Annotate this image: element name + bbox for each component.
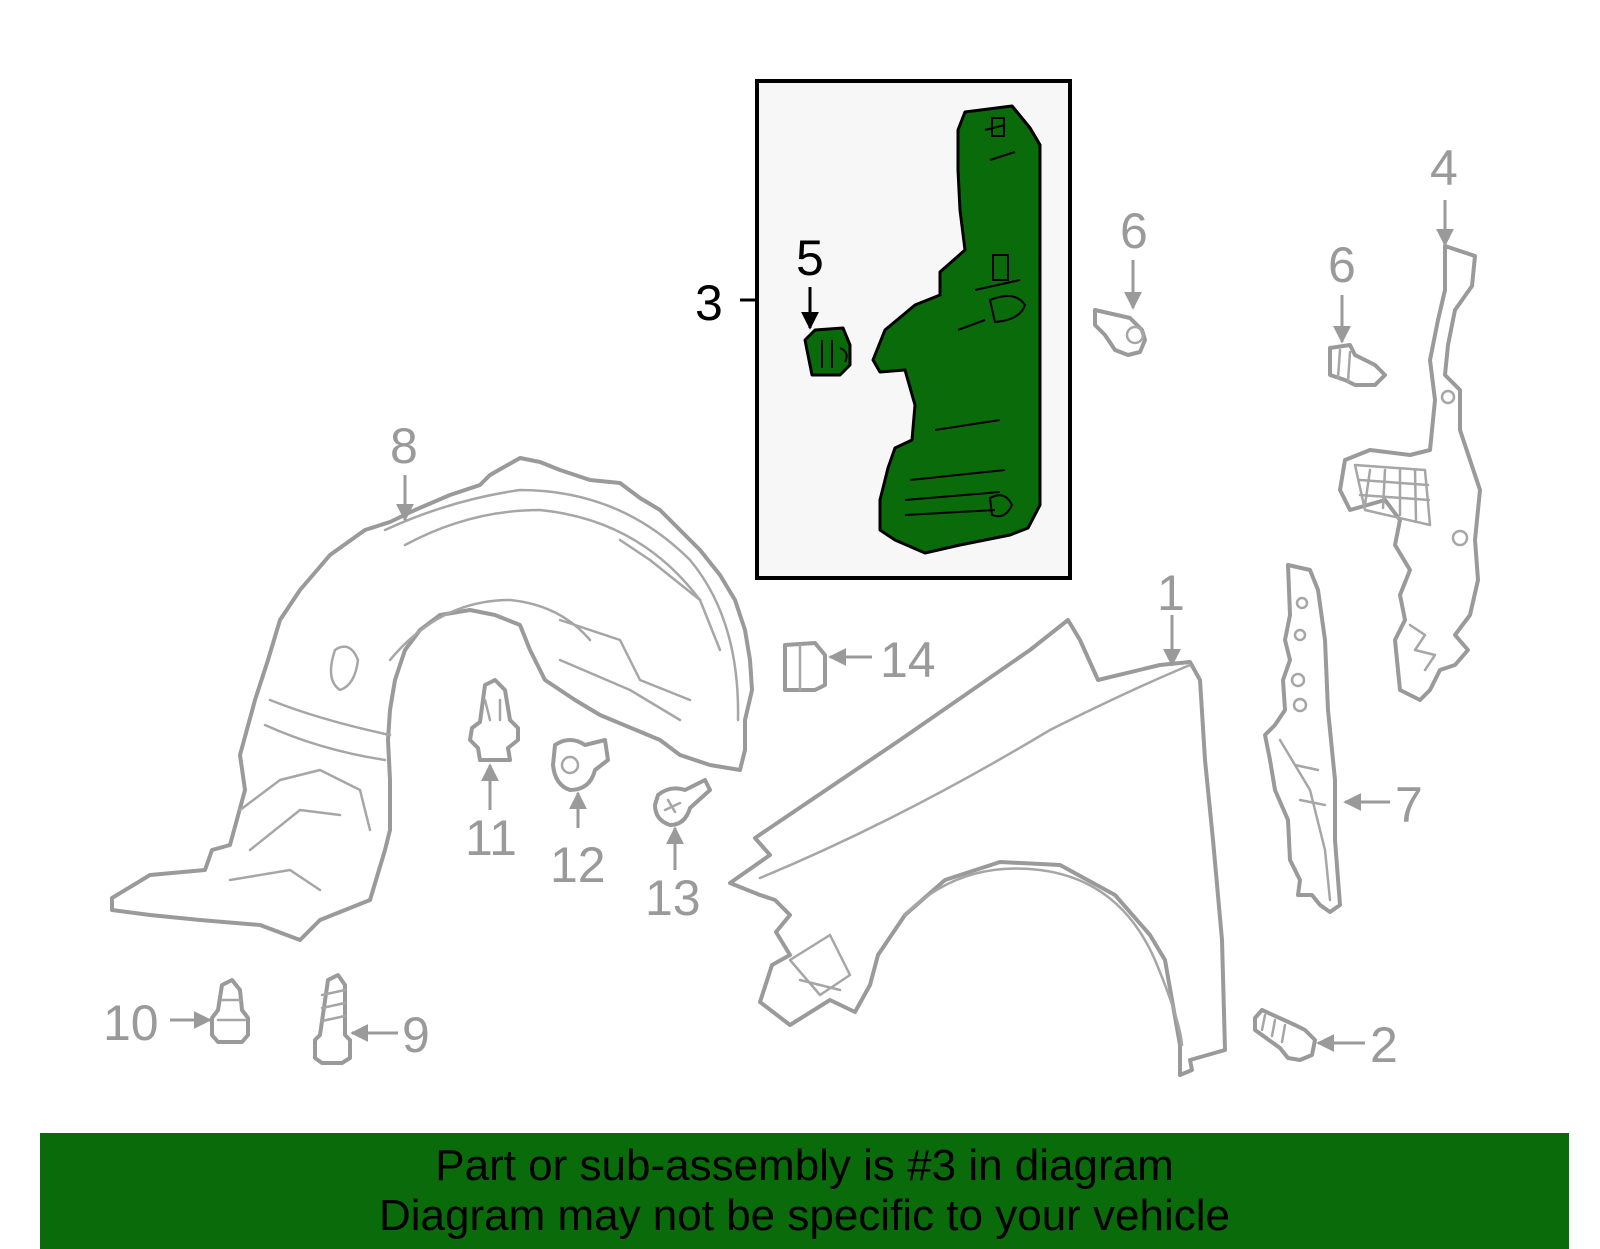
part-3-highlighted[interactable]	[871, 104, 1042, 555]
callout-8: 8	[390, 418, 418, 474]
callout-13: 13	[645, 870, 701, 926]
banner-line-1: Part or sub-assembly is #3 in diagram	[435, 1141, 1174, 1190]
callout-14: 14	[880, 632, 936, 688]
callout-1: 1	[1157, 565, 1185, 621]
part-7-bracket[interactable]	[1263, 563, 1342, 914]
callout-4: 4	[1430, 140, 1458, 196]
part-5-clip[interactable]	[803, 326, 852, 377]
part-1-fender[interactable]	[728, 618, 1227, 1077]
callout-6a: 6	[1120, 203, 1148, 259]
leader-lines	[170, 200, 1454, 1052]
part-6-clip-a[interactable]	[1093, 308, 1147, 357]
callout-6b: 6	[1328, 237, 1356, 293]
part-10-clip[interactable]	[210, 978, 250, 1044]
part-12-rivet[interactable]	[551, 738, 610, 792]
part-2-bolt[interactable]	[1253, 1008, 1317, 1062]
callout-3: 3	[695, 275, 723, 331]
part-14-clip[interactable]	[783, 641, 827, 692]
part-4-bracket[interactable]	[1338, 244, 1482, 702]
callout-12: 12	[550, 837, 606, 893]
part-11-clip[interactable]	[468, 678, 520, 762]
part-8-liner[interactable]	[110, 456, 754, 942]
info-banner: Part or sub-assembly is #3 in diagram Di…	[40, 1133, 1569, 1249]
part-9-bolt[interactable]	[313, 973, 352, 1065]
part-13-screw[interactable]	[653, 778, 712, 827]
callout-9: 9	[402, 1007, 430, 1063]
callout-2: 2	[1370, 1017, 1398, 1073]
callout-11: 11	[465, 810, 517, 866]
callout-7: 7	[1395, 777, 1423, 833]
part-6-clip-b[interactable]	[1328, 343, 1387, 387]
callout-5: 5	[796, 230, 824, 286]
callout-10: 10	[103, 995, 159, 1051]
banner-line-2: Diagram may not be specific to your vehi…	[378, 1191, 1231, 1240]
callout-labels: 1 2 3 4 5 6 6 7 8 9 10 11 12 13 14	[103, 140, 1458, 1073]
